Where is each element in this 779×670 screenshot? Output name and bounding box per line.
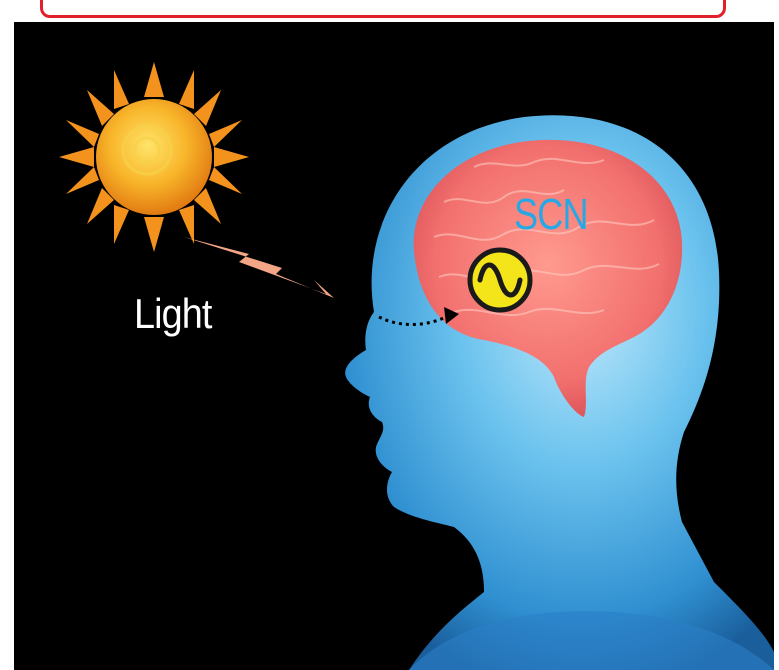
diagram-scene: Light SCN bbox=[14, 22, 774, 670]
light-label: Light bbox=[134, 290, 211, 338]
sun-icon bbox=[59, 62, 249, 252]
sine-wave-clock-icon bbox=[470, 250, 530, 310]
scn-label: SCN bbox=[514, 190, 588, 240]
light-ray-icon bbox=[184, 237, 334, 298]
top-banner bbox=[40, 0, 726, 18]
illustration bbox=[14, 22, 774, 670]
